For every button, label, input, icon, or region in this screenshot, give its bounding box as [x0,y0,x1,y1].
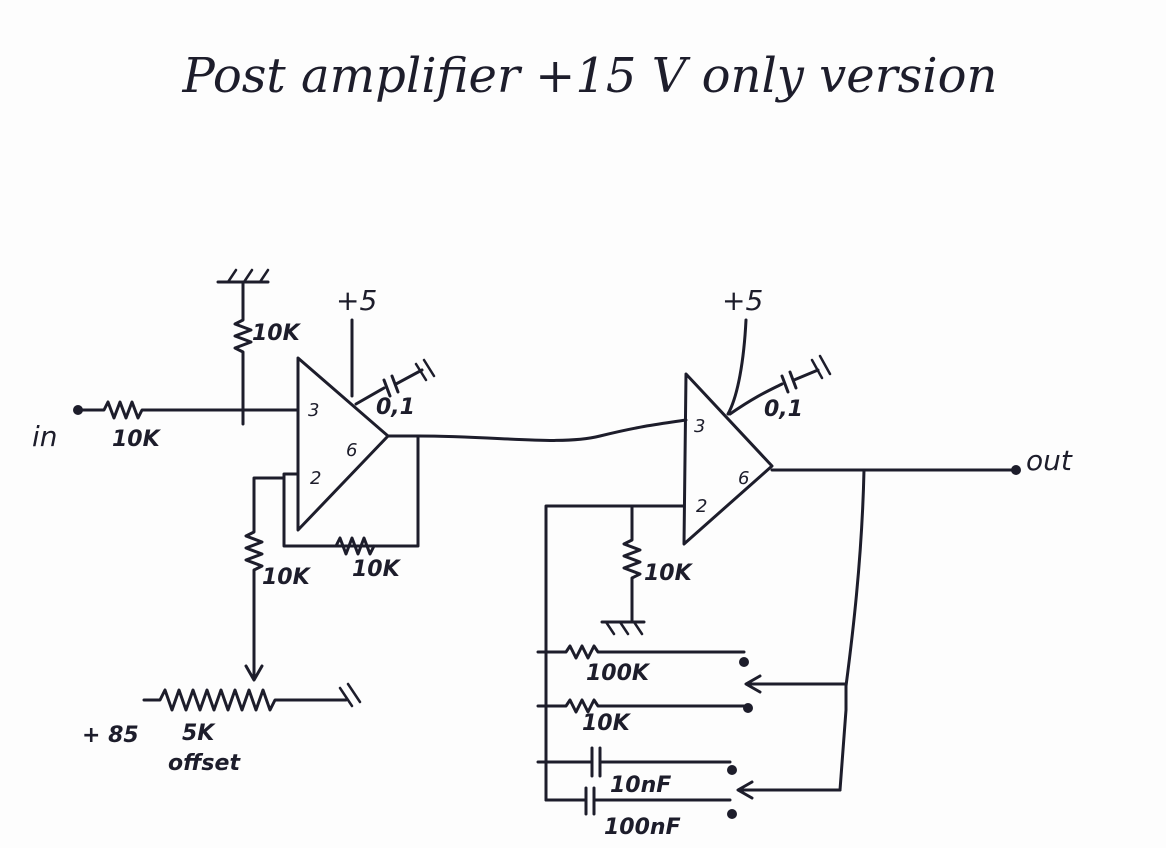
output-terminal: out [770,444,1073,477]
gain-capacitor-100nf: 100nF [544,786,737,840]
opamp-1-supply-label: +5 [336,284,377,317]
gain-100k-label: 100K [586,661,651,686]
opamp-2-pin-6: 6 [738,468,749,489]
opamp-1-feedback-label: 10K [352,557,402,582]
opamp-1-pin-3: 3 [308,400,319,421]
gain-selector-switch [736,674,848,800]
opamp-1-cap-label: 0,1 [376,395,415,420]
opamp-2-pin-2: 2 [696,496,707,517]
output-label: out [1026,444,1073,477]
gain-resistor-100k: 100K [536,644,749,686]
opamp-1-pin-2: 2 [310,468,321,489]
gain-bus-wire [544,504,686,802]
gain-resistor-10k: 10K [536,698,753,736]
pot-value-label: 5K [182,721,216,746]
opamp-1-pin-6: 6 [346,440,357,461]
gain-10nf-label: 10nF [610,773,671,798]
opamp-2-supply: +5 [722,284,763,416]
opamp-1: 3 2 6 [296,356,390,532]
opamp-1-decoupling-cap: 0,1 [354,358,436,420]
opamp-2-pin-3: 3 [694,416,705,437]
offset-potentiometer: + 85 5K offset [82,682,362,776]
opamp-2-decoupling-cap: 0,1 [728,354,832,422]
diagram-title: Post amplifier +15 V only version [182,48,998,104]
pot-supply-label: + 85 [82,723,139,748]
bias-resistor-label: 10K [252,321,302,346]
output-feedback-wire [838,468,866,792]
opamp-2-supply-label: +5 [722,284,763,317]
interstage-wire [416,418,688,442]
gain-ground-resistor-label: 10K [644,561,694,586]
gain-capacitor-10nf: 10nF [536,746,737,798]
input-resistor: 10K [76,400,300,452]
gain-ground-resistor: 10K [600,504,694,636]
opamp-1-feedback-resistor: 10K [282,434,420,582]
gain-10k-label: 10K [582,711,632,736]
bias-resistor: 10K [216,268,302,426]
input-resistor-label: 10K [112,427,162,452]
gain-100nf-label: 100nF [604,815,681,840]
opamp-2: 3 2 6 [682,372,774,546]
offset-resistor-label: 10K [262,565,312,590]
input-terminal: in [32,405,83,453]
pot-name-label: offset [168,751,241,776]
opamp-1-supply: +5 [336,284,377,398]
opamp-2-cap-label: 0,1 [764,397,803,422]
input-label: in [32,420,58,453]
offset-resistor: 10K [244,476,312,682]
